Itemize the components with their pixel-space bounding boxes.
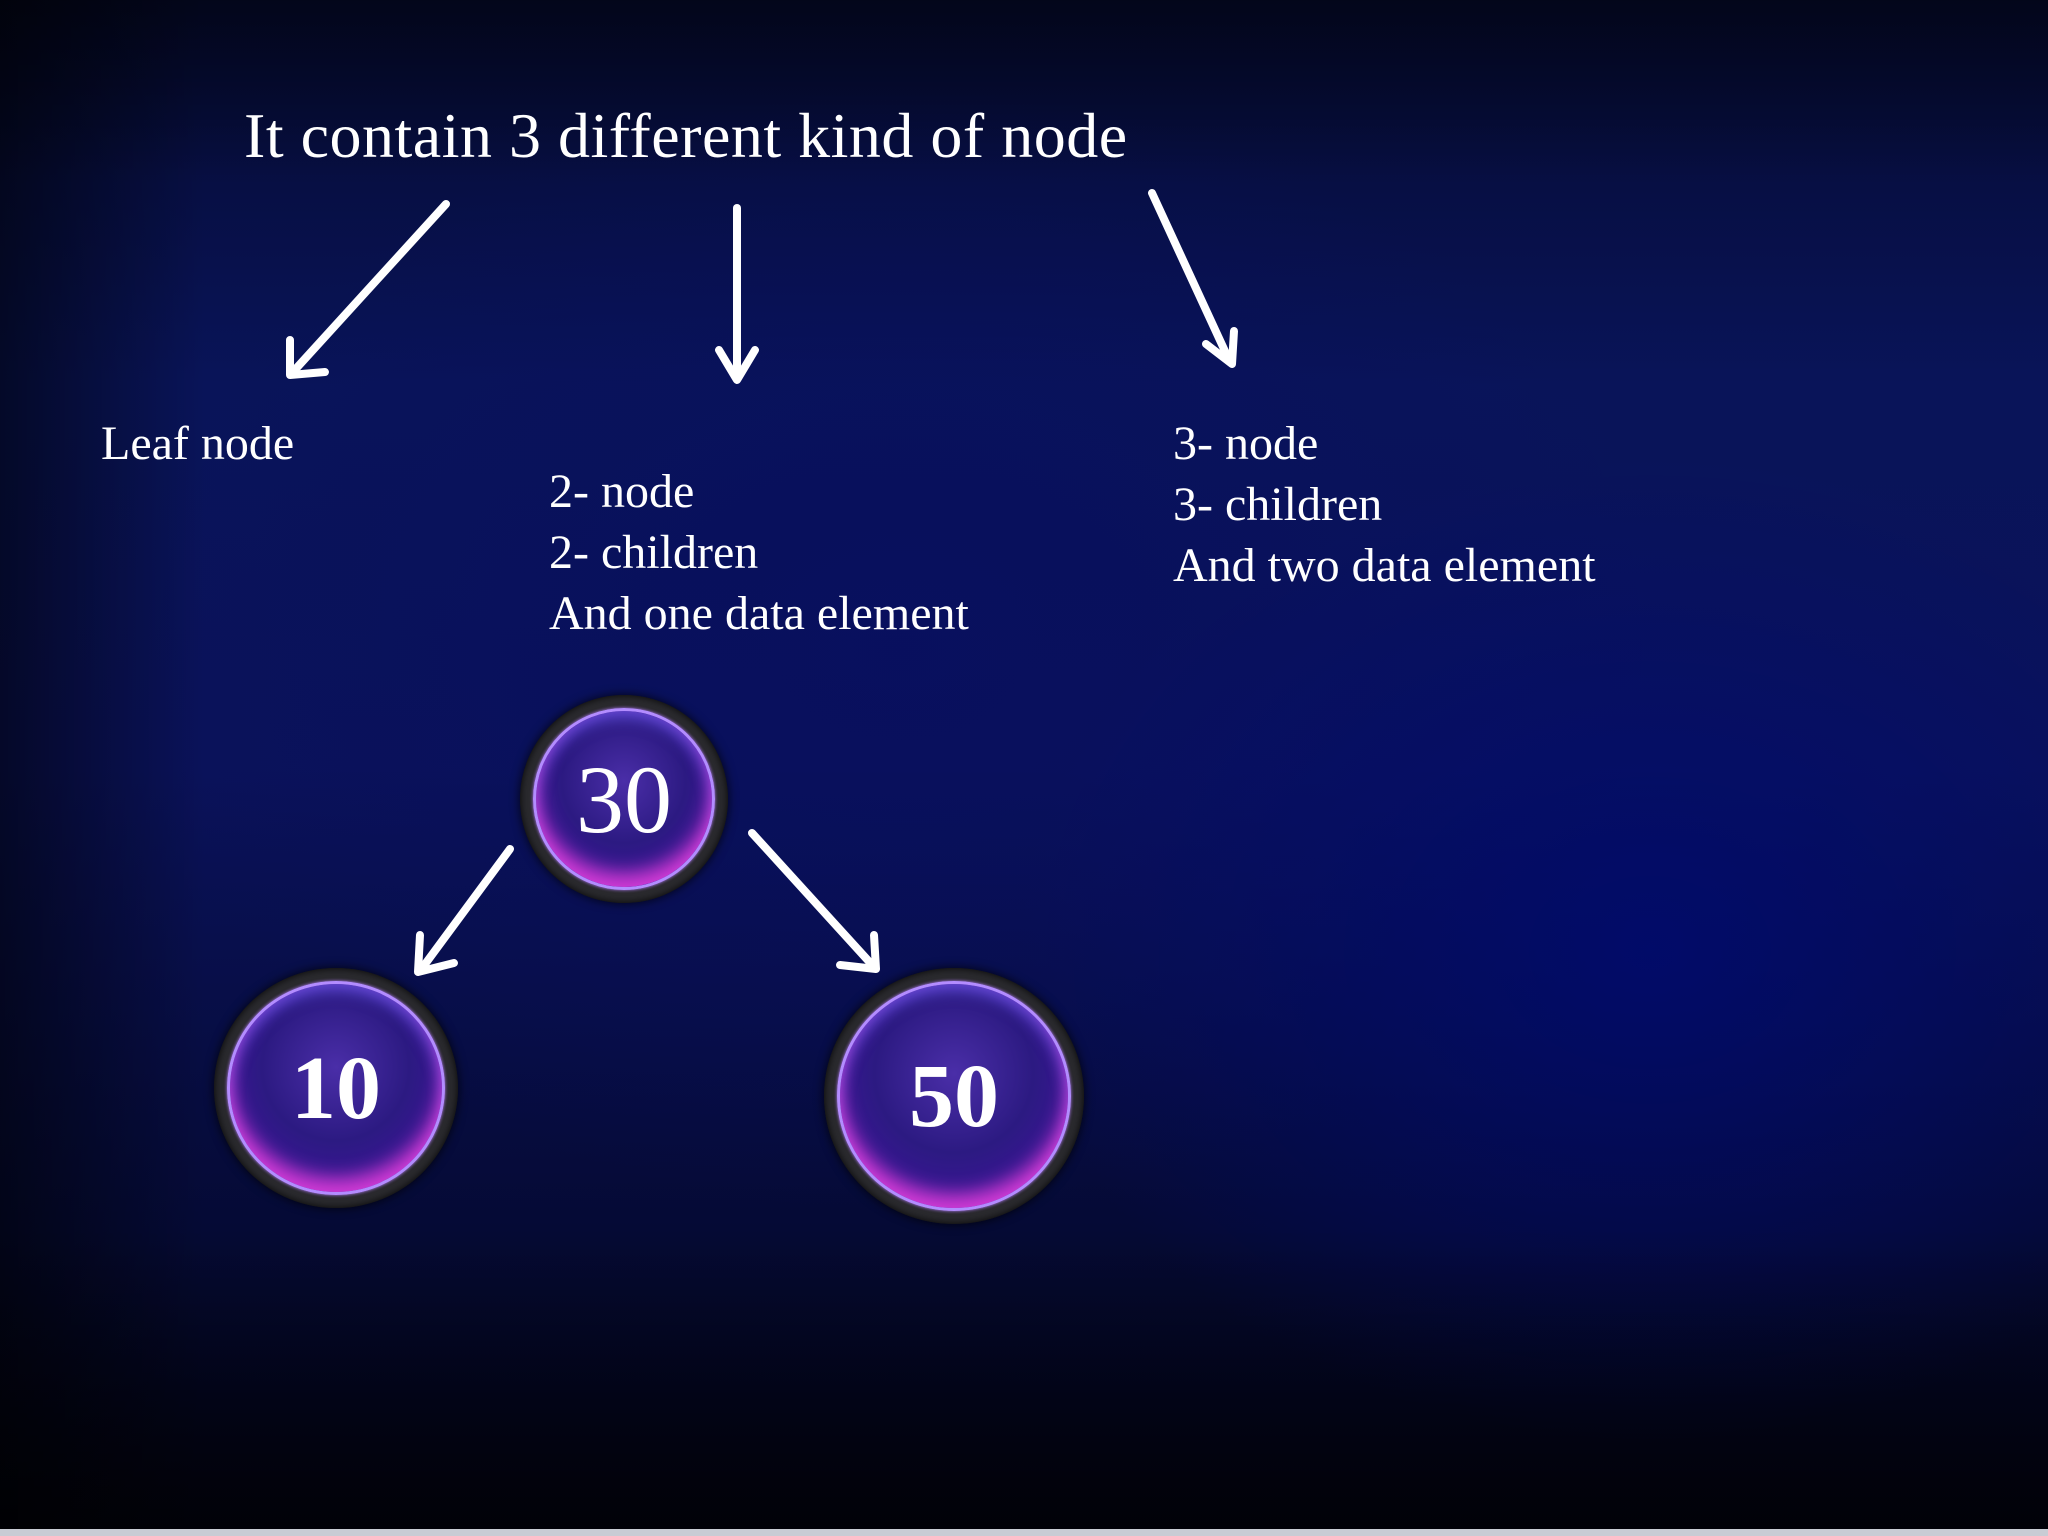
leaf-node-label: Leaf node xyxy=(101,413,294,474)
edge-30-to-10 xyxy=(414,845,514,976)
tree-node-root-value: 30 xyxy=(576,745,672,853)
bottom-bar xyxy=(0,1529,2048,1536)
arrow-to-two-node xyxy=(715,204,759,384)
leaf-node-line-1: Leaf node xyxy=(101,417,295,470)
tree-node-root-orb xyxy=(533,708,715,890)
tree-node-left: 10 xyxy=(214,968,458,1208)
tree-node-right-orb xyxy=(837,981,1071,1211)
arrow-to-three-node xyxy=(1148,189,1238,368)
tree-node-right: 50 xyxy=(824,968,1084,1224)
two-node-line-1: 2- node xyxy=(549,465,695,518)
two-node-line-3: And one data element xyxy=(549,587,969,640)
tree-node-right-value: 50 xyxy=(909,1046,999,1146)
two-node-line-2: 2- children xyxy=(549,526,759,579)
edge-30-to-50 xyxy=(748,829,880,973)
tree-node-left-orb xyxy=(227,981,445,1195)
slide-title: It contain 3 different kind of node xyxy=(244,100,1128,171)
arrow-to-leaf-node xyxy=(286,200,450,379)
tree-node-root: 30 xyxy=(520,695,728,903)
two-node-label: 2- node 2- children And one data element xyxy=(549,461,969,644)
three-node-line-2: 3- children xyxy=(1173,478,1383,531)
three-node-line-3: And two data element xyxy=(1173,539,1596,592)
three-node-line-1: 3- node xyxy=(1173,417,1319,470)
tree-node-left-value: 10 xyxy=(291,1038,381,1138)
three-node-label: 3- node 3- children And two data element xyxy=(1173,413,1596,596)
